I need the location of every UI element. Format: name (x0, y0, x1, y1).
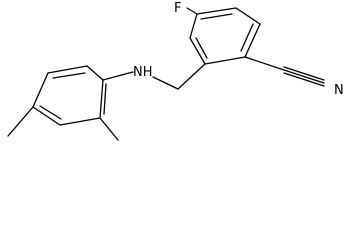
xylyl-ring (7, 65, 119, 141)
bond (47, 65, 88, 74)
nitrile-triple-bond-3 (283, 72, 325, 87)
bond-ring-to-nitrile-carbon (244, 56, 285, 71)
bond-ring-to-fluorine (186, 7, 198, 15)
double-bond-inner (103, 83, 107, 115)
bond-ch2-to-ring (177, 63, 206, 90)
bond (32, 106, 61, 126)
bond-ring-to-nh (102, 71, 134, 81)
fluorine-label: F (174, 1, 181, 16)
nitrile-triple-bond-1 (283, 66, 325, 81)
benzonitrile-ring (189, 7, 261, 65)
bond (235, 7, 261, 25)
double-bond-inner (52, 72, 86, 79)
bond-nh-to-ch2 (152, 76, 179, 90)
bond (244, 23, 261, 58)
nitrile-nitrogen-label: N (334, 83, 344, 98)
double-bond-inner (39, 105, 62, 120)
bond (204, 56, 246, 65)
methyl-bond-ortho (99, 117, 119, 141)
methyl-bond-para (7, 106, 34, 137)
bond (196, 7, 237, 15)
molecule-structure: NH F N (7, 1, 344, 141)
bond (99, 79, 104, 119)
bond (32, 72, 49, 108)
double-bond-inner (195, 37, 208, 59)
bond (189, 13, 198, 39)
amine-label: NH (133, 65, 153, 80)
double-bond-inner (240, 23, 254, 52)
bond (189, 37, 206, 65)
bond (86, 65, 104, 81)
bond (59, 117, 101, 126)
double-bond-inner (200, 13, 233, 20)
nitrile-triple-bond-2 (283, 69, 325, 84)
